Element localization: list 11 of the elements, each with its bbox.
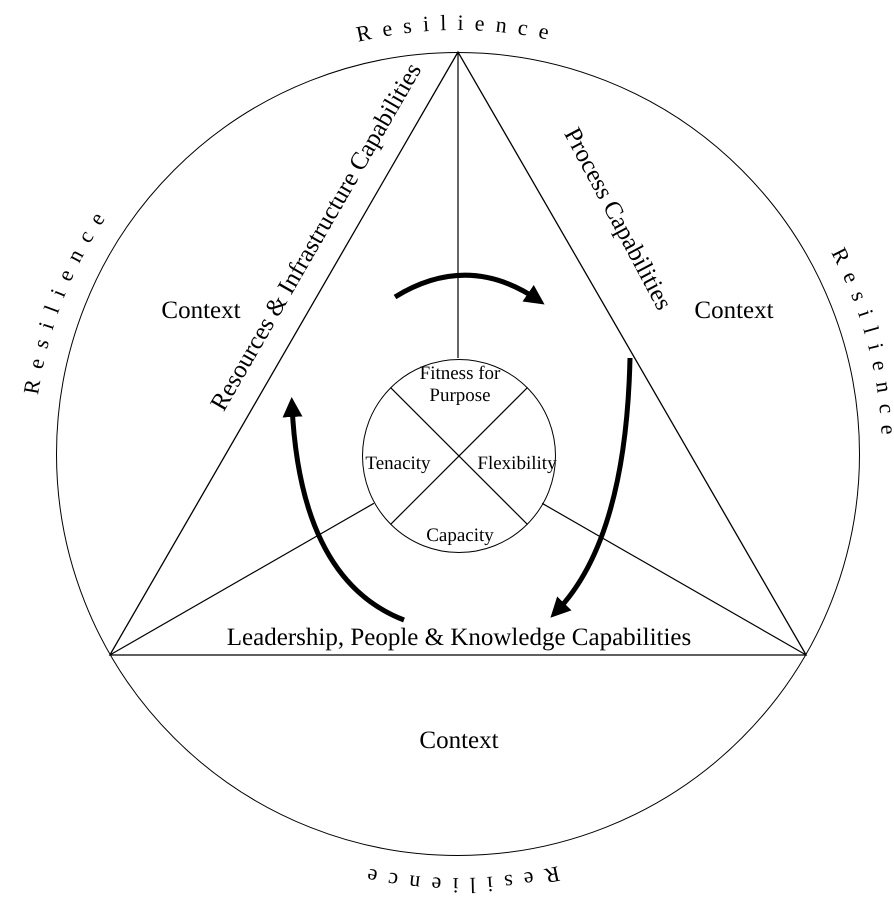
quadrant-label: Tenacity bbox=[358, 453, 438, 475]
quadrant-label: Capacity bbox=[415, 525, 505, 547]
resilience-label: Resilience bbox=[354, 861, 562, 898]
curved-arrow bbox=[550, 358, 632, 618]
inner-circle bbox=[362, 359, 556, 553]
context-label: Context bbox=[389, 726, 529, 756]
capability-label: Leadership, People & Knowledge Capabilities bbox=[159, 624, 759, 652]
curved-arrow bbox=[394, 272, 545, 304]
curved-arrow bbox=[282, 397, 406, 622]
resilience-label: Resilience bbox=[354, 10, 562, 47]
quadrant-label: Fitness for Purpose bbox=[405, 363, 515, 407]
